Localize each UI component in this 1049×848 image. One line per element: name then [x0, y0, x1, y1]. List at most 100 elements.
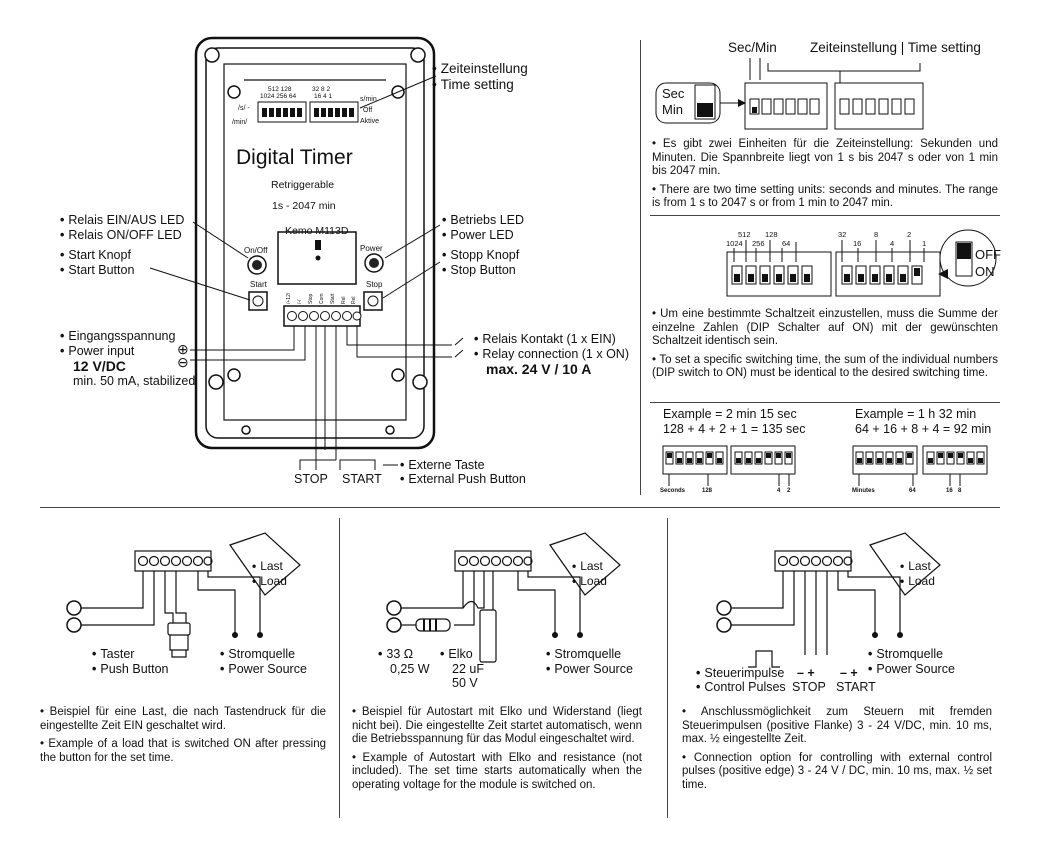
relais-label-de: •Relais EIN/AUS LED	[60, 213, 185, 227]
dip-num-8: 8	[874, 230, 879, 239]
plus-symbol: ⊕	[177, 341, 189, 357]
start-knopf-label: •Start Knopf	[60, 248, 131, 262]
panel-2-paragraphs: Beispiel für Autostart mit Elko und Wide…	[352, 706, 642, 818]
start-label-device: Start	[250, 280, 267, 289]
dip-num-512: 512	[738, 230, 751, 239]
p1-strom: •Stromquelle	[220, 647, 296, 661]
p1-taster: •Taster	[92, 647, 135, 661]
ex2-minutes: Minutes	[852, 488, 875, 494]
ex1-4: 4	[777, 488, 781, 494]
p2-v: 50 V	[452, 676, 478, 690]
secmin-paragraphs: Es gibt zwei Einheiten für die Zeiteinst…	[652, 138, 998, 216]
input-current: min. 50 mA, stabilized	[73, 374, 196, 388]
vertical-divider-b1	[339, 518, 340, 818]
examples-diagram	[662, 445, 988, 486]
panel-3-diagram	[716, 532, 941, 668]
stop-label-device: Stop	[366, 280, 383, 289]
dip-num-32: 32	[838, 230, 847, 239]
panel-2-diagram	[386, 532, 621, 663]
zeit-label-de: •Zeiteinstellung	[432, 61, 528, 76]
relay-max: max. 24 V / 10 A	[486, 361, 592, 377]
p3-pm-start: – +	[840, 666, 858, 680]
hr-right-1	[650, 215, 1000, 216]
ext-label-de: •Externe Taste	[400, 458, 485, 472]
right-active: Aktive	[360, 118, 380, 125]
p1-last: •Last	[252, 559, 283, 573]
p3-load: •Load	[900, 574, 935, 588]
zeit-header: Zeiteinstellung | Time setting	[810, 40, 981, 55]
dip-paragraphs: Um eine bestimmte Schaltzeit einzustelle…	[652, 308, 998, 386]
relay-label-de: •Relais Kontakt (1 x EIN)	[474, 332, 616, 346]
dip-num-16: 16	[853, 239, 862, 248]
p3-power: •Power Source	[868, 662, 955, 676]
p3-pm-stop: – +	[797, 666, 815, 680]
p1-power: •Power Source	[220, 662, 307, 676]
vertical-divider-top	[640, 40, 641, 495]
p3-last: •Last	[900, 559, 931, 573]
dip-num-128: 128	[765, 230, 778, 239]
p2-load: •Load	[572, 574, 607, 588]
start-button-label: •Start Button	[60, 263, 135, 277]
dip-num-256: 256	[752, 239, 765, 248]
left-unit-s: /s/ -	[238, 105, 250, 112]
input-label-de: •Eingangsspannung	[60, 329, 176, 343]
on-label: ON	[975, 264, 995, 279]
dip-switch-diagram	[726, 229, 997, 297]
panel-3-paragraphs: Anschlussmöglichkeit zum Steuern mit fre…	[682, 706, 992, 798]
zeit-label-en: •Time setting	[432, 77, 514, 92]
p2-uf: 22 uF	[452, 662, 484, 676]
left-unit-min: /min/	[232, 119, 248, 126]
ex1-sum: 128 + 4 + 2 + 1 = 135 sec	[663, 422, 806, 436]
off-label: OFF	[975, 247, 1001, 262]
min-label: Min	[662, 102, 683, 117]
device-drawing	[149, 36, 464, 470]
device-model: Kemo M113D	[285, 225, 349, 237]
dip-nums-bot-a: 1024 256 64	[260, 93, 297, 100]
sec-label: Sec	[662, 86, 685, 101]
ex2-title: Example = 1 h 32 min	[855, 407, 977, 421]
betrieb-label-en: •Power LED	[442, 228, 514, 242]
terminal-labels: /+12/ /-/ Stop Com Start Rel Rel	[286, 292, 357, 304]
minus-symbol: ⊖	[177, 354, 189, 370]
p2-elko: •Elko	[440, 647, 473, 661]
p3-stop: STOP	[792, 680, 826, 694]
dip-num-64: 64	[782, 239, 791, 248]
start-label: START	[342, 472, 382, 486]
device-subtitle-1: Retriggerable	[271, 179, 335, 191]
p2-last: •Last	[572, 559, 603, 573]
secmin-diagram	[655, 58, 924, 130]
panel-1-diagram	[66, 532, 301, 658]
input-voltage: 12 V/DC	[73, 358, 126, 374]
p2-ohm: •33 Ω	[378, 647, 414, 661]
ext-label-en: •External Push Button	[400, 472, 526, 486]
stopp-knopf-label: •Stopp Knopf	[442, 248, 520, 262]
relais-label-en: •Relais ON/OFF LED	[60, 228, 182, 242]
p1-load: •Load	[252, 574, 287, 588]
dip-num-1024: 1024	[726, 239, 743, 248]
ex1-2: 2	[787, 488, 791, 494]
device-title: Digital Timer	[236, 146, 353, 169]
p3-strom: •Stromquelle	[868, 647, 944, 661]
dip-nums-top-a: 512 128	[268, 86, 292, 93]
device-subtitle-2: 1s - 2047 min	[272, 200, 336, 212]
input-label-en: •Power input	[60, 344, 135, 358]
right-off: Off	[363, 107, 373, 114]
betrieb-label-de: •Betriebs LED	[442, 213, 525, 227]
p2-w: 0,25 W	[390, 662, 430, 676]
power-label: Power	[360, 244, 383, 253]
ex2-16: 16	[946, 488, 953, 494]
dip-num-4: 4	[890, 239, 895, 248]
hr-main	[40, 507, 1000, 508]
hr-right-2	[650, 402, 1000, 403]
onoff-label: On/Off	[244, 246, 268, 255]
stop-label: STOP	[294, 472, 328, 486]
p1-push: •Push Button	[92, 662, 169, 676]
vertical-divider-b2	[667, 518, 668, 818]
panel-1-paragraphs: Beispiel für eine Last, die nach Tastend…	[40, 706, 326, 770]
ex2-8: 8	[958, 488, 962, 494]
dip-num-2: 2	[907, 230, 912, 239]
dip-nums-top-b: 32 8 2	[312, 86, 331, 93]
right-unit: s/min	[360, 96, 377, 103]
relay-label-en: •Relay connection (1 x ON)	[474, 347, 629, 361]
p3-ctrl: •Control Pulses	[696, 680, 786, 694]
